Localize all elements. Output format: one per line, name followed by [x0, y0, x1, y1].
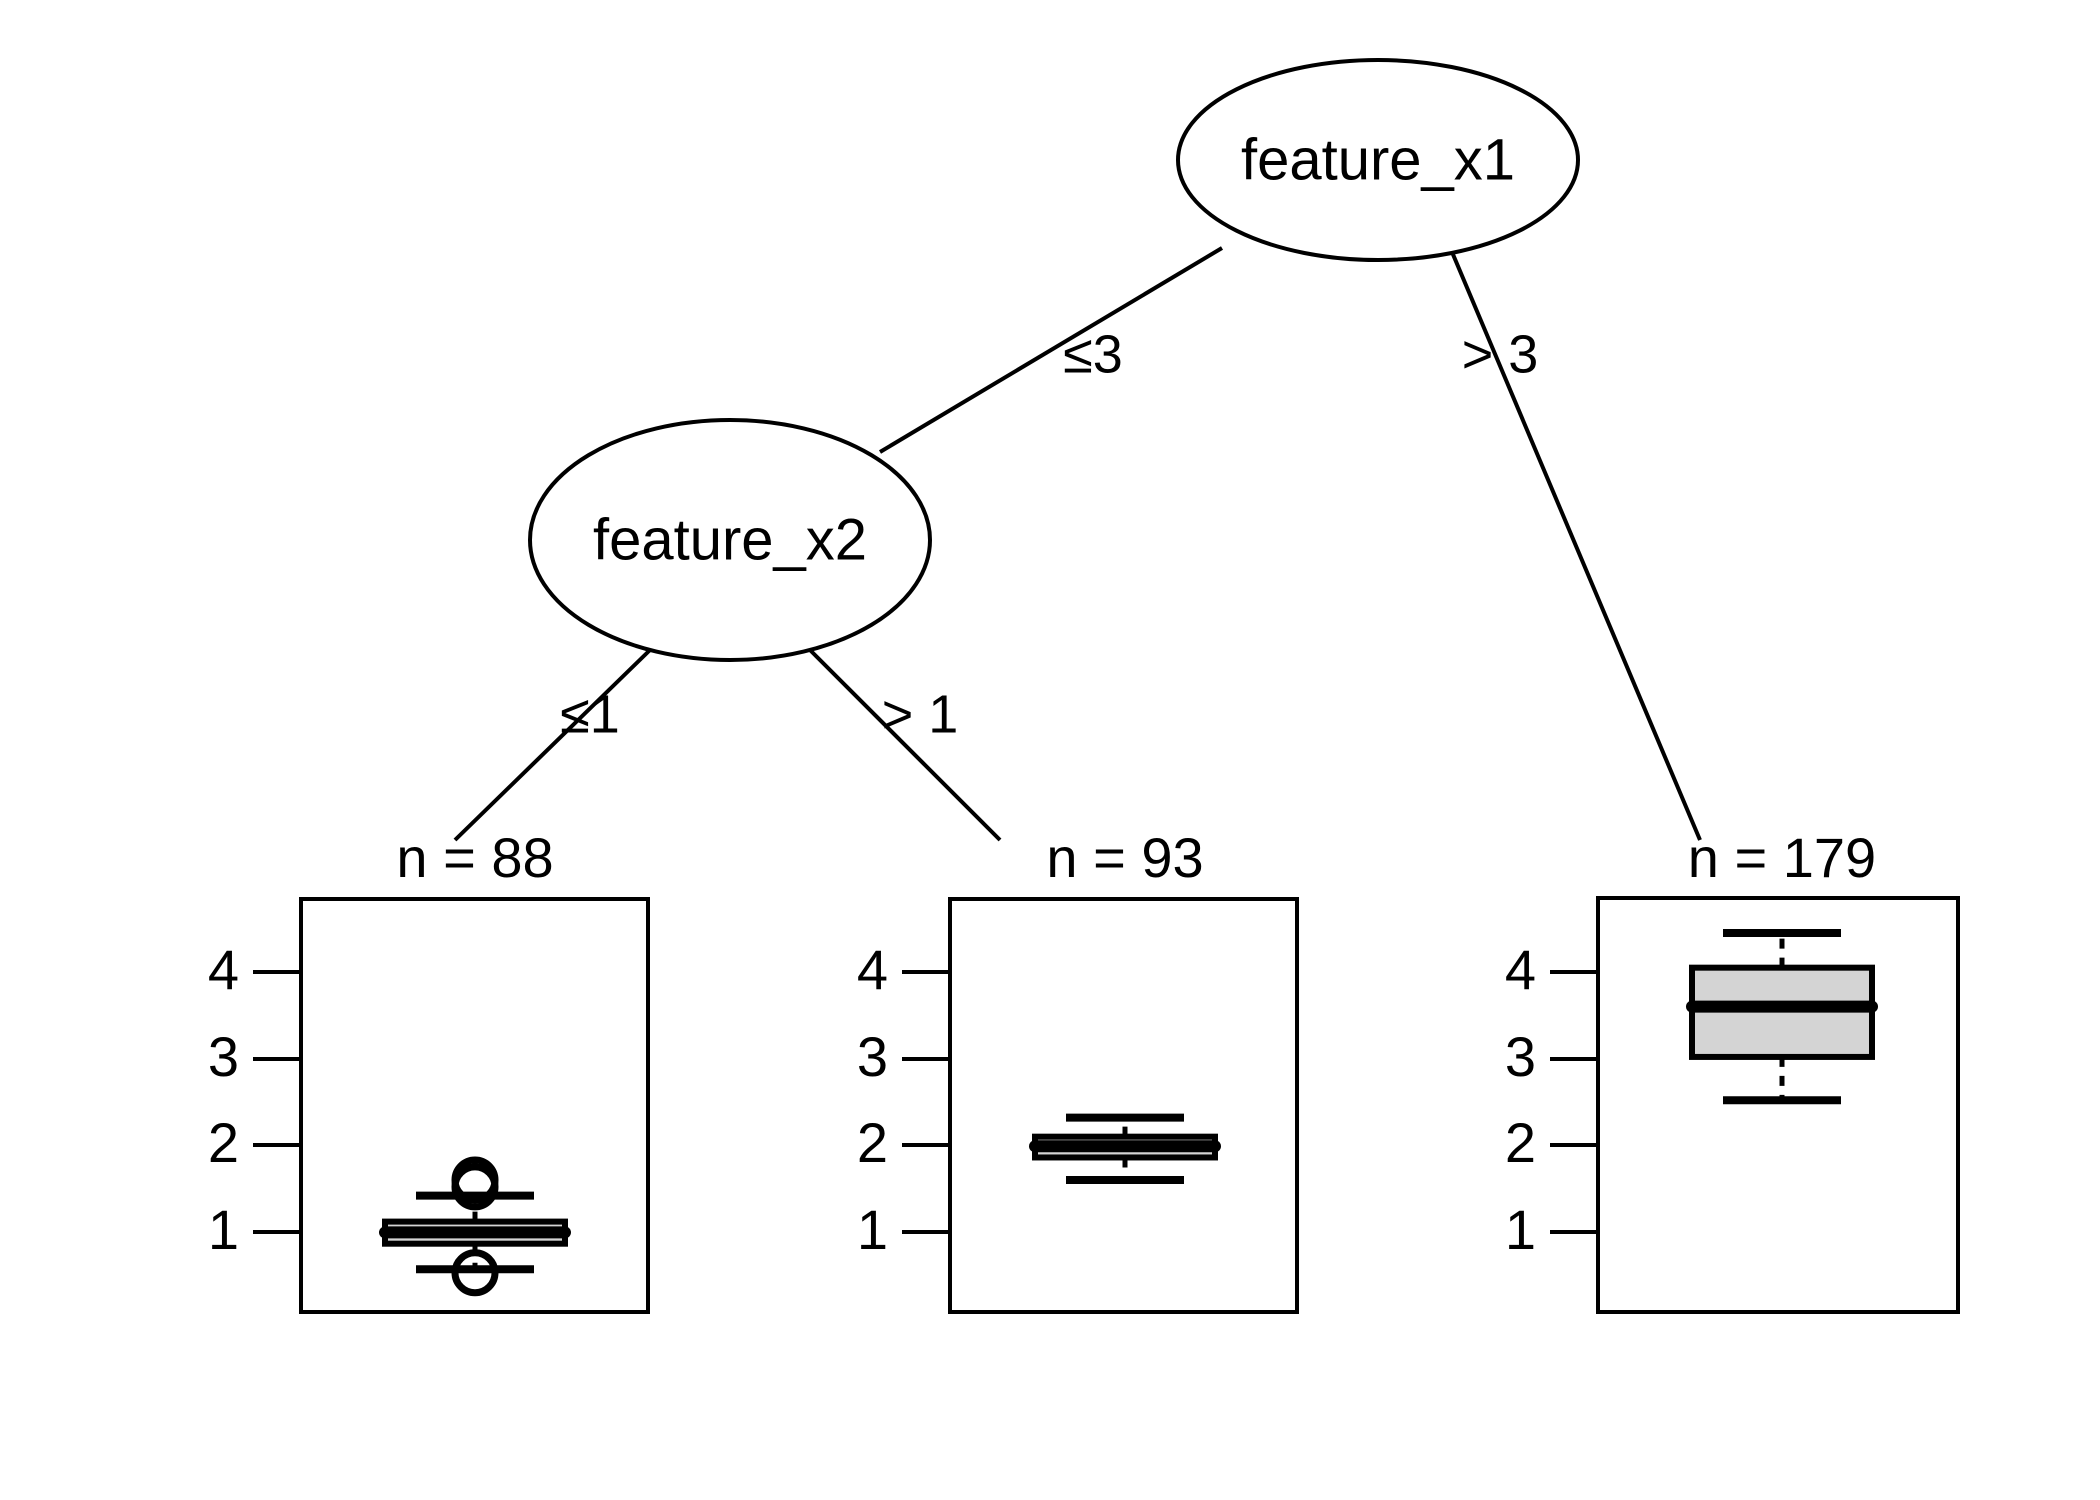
edge-label-n2-to-leaf2: > 1	[882, 684, 959, 744]
node-label-feature_x1: feature_x1	[1241, 127, 1515, 192]
tree-node-feature_x1[interactable]: feature_x1	[1176, 58, 1580, 262]
leaf-panel-leaf2: n = 93 1 2 3 4	[857, 826, 1299, 1314]
axis-tick-label-leaf2-1: 1	[857, 1198, 888, 1261]
axis-tick-label-leaf1-2: 2	[208, 1111, 239, 1174]
axis-tick-label-leaf1-3: 3	[208, 1025, 239, 1088]
tree-edge-n1-to-leaf3	[1450, 251, 1702, 841]
axis-tick-label-leaf3-3: 3	[1505, 1025, 1536, 1088]
tree-edge-n1-to-n2	[878, 246, 1224, 454]
edge-label-n2-to-leaf1: ≤1	[560, 684, 620, 744]
tree-node-feature_x2[interactable]: feature_x2	[528, 418, 932, 662]
edge-label-n1-to-n2: ≤3	[1063, 324, 1123, 384]
leaf-panel-leaf1: n = 88 1 2 3 4	[208, 826, 650, 1314]
node-ellipse-feature_x2	[528, 418, 932, 662]
axis-tick-label-leaf3-2: 2	[1505, 1111, 1536, 1174]
panel-frame-leaf3	[1596, 896, 1960, 1314]
leaf-title-leaf1: n = 88	[396, 826, 553, 889]
edge-label-n1-to-leaf3: > 3	[1462, 324, 1539, 384]
nodes-layer: feature_x1 feature_x2	[528, 58, 1580, 662]
axis-tick-label-leaf1-4: 4	[208, 938, 239, 1001]
leaf-panel-leaf3: n = 179 1 2 3 4	[1505, 826, 1960, 1314]
panels-layer: n = 88 1 2 3 4 n = 93 1 2 3 4 n = 179 1 2 3 4	[208, 826, 1960, 1314]
axis-tick-label-leaf3-1: 1	[1505, 1198, 1536, 1261]
leaf-title-leaf3: n = 179	[1688, 826, 1876, 889]
axis-tick-label-leaf1-1: 1	[208, 1198, 239, 1261]
tree-edge-n2-to-leaf1	[453, 648, 652, 842]
boxplot-outlier-leaf1-2	[451, 1249, 499, 1297]
edges-layer	[453, 246, 1702, 842]
axis-tick-label-leaf2-3: 3	[857, 1025, 888, 1088]
leaf-title-leaf2: n = 93	[1046, 826, 1203, 889]
tree-edge-n2-to-leaf2	[808, 648, 1002, 842]
node-label-feature_x2: feature_x2	[593, 507, 867, 572]
axis-tick-label-leaf2-2: 2	[857, 1111, 888, 1174]
edge-labels-layer: ≤3 > 3 ≤1 > 1	[560, 324, 1538, 744]
axis-tick-label-leaf2-4: 4	[857, 938, 888, 1001]
boxplot-outlier-leaf1-1	[451, 1163, 499, 1211]
axis-tick-label-leaf3-4: 4	[1505, 938, 1536, 1001]
node-ellipse-feature_x1	[1176, 58, 1580, 262]
panel-frame-leaf2	[948, 897, 1299, 1314]
